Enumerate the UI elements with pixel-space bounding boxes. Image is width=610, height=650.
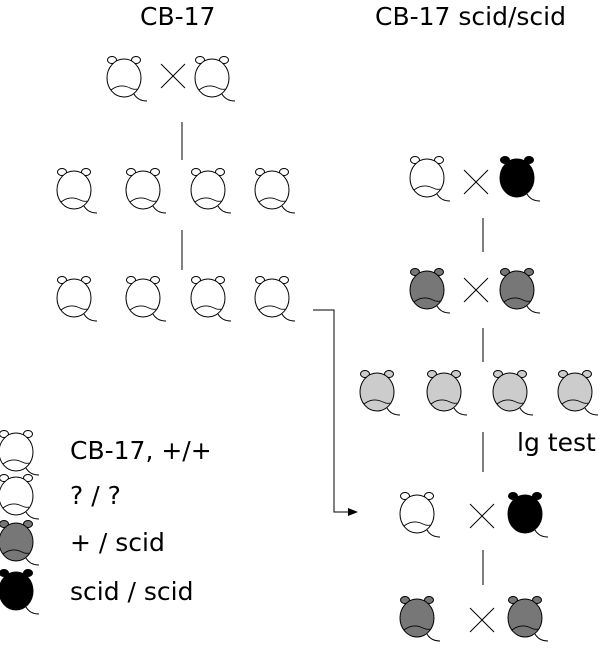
mouse-right-offspring-3 xyxy=(492,370,534,416)
mouse-right-cross1-1 xyxy=(409,156,451,202)
mouse-cb17-gen1-1 xyxy=(56,168,98,214)
mouse-right-cross4-1 xyxy=(399,596,441,642)
arrow-line xyxy=(313,309,352,513)
mouse-right-cross4-2 xyxy=(507,596,549,642)
mouse-cb17-gen2-2 xyxy=(125,276,167,322)
mouse-right-cross2-2 xyxy=(499,268,541,314)
mouse-right-cross3-1 xyxy=(399,492,441,538)
mouse-right-cross2-1 xyxy=(409,268,451,314)
legend-label-unknown: ? / ? xyxy=(70,481,121,510)
legend-label-scid: scid / scid xyxy=(70,577,194,606)
legend-label-wildtype: CB-17, +/+ xyxy=(70,436,212,465)
cross-right-4-b xyxy=(469,607,495,633)
ig-test-label: lg test xyxy=(517,428,596,457)
mouse-cb17-gen1-2 xyxy=(125,168,167,214)
mouse-cb17-gen1-3 xyxy=(190,168,232,214)
legend-label-heterozygous: + / scid xyxy=(70,528,165,557)
mouse-right-offspring-2 xyxy=(426,370,468,416)
mouse-right-cross1-2 xyxy=(499,156,541,202)
cross-cb17-parents-b xyxy=(160,63,186,89)
mouse-cb17-parent-1 xyxy=(106,56,148,102)
cross-right-3-b xyxy=(469,503,495,529)
heading-cb17-scid: CB-17 scid/scid xyxy=(375,2,566,31)
mouse-right-cross3-2 xyxy=(507,492,549,538)
mouse-right-offspring-4 xyxy=(557,370,599,416)
mouse-cb17-gen1-4 xyxy=(254,168,296,214)
legend-mouse-3 xyxy=(0,520,40,566)
mouse-cb17-gen2-1 xyxy=(56,276,98,322)
mouse-cb17-gen2-4 xyxy=(254,276,296,322)
cross-right-1-b xyxy=(463,169,489,195)
cross-right-2-b xyxy=(463,277,489,303)
legend-mouse-1 xyxy=(0,430,40,476)
legend-mouse-2 xyxy=(0,474,40,520)
mouse-cb17-parent-2 xyxy=(194,56,236,102)
legend-mouse-4 xyxy=(0,569,40,615)
arrow-head xyxy=(348,508,358,516)
mouse-right-offspring-1 xyxy=(359,370,401,416)
heading-cb17: CB-17 xyxy=(140,2,216,31)
mouse-cb17-gen2-3 xyxy=(190,276,232,322)
